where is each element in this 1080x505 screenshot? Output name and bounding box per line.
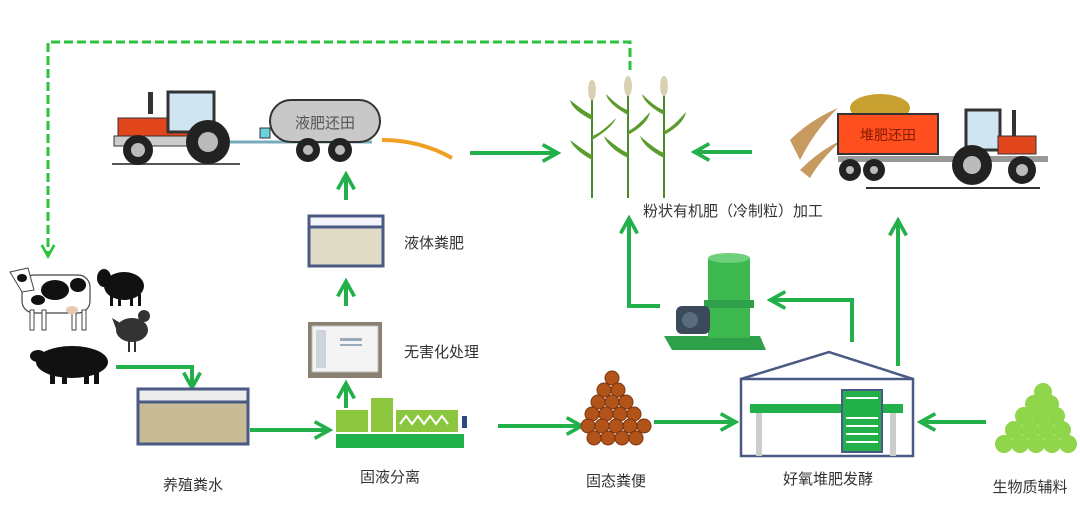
separator-label: 固液分离 [360,468,420,486]
edge-livestock-to-tank [116,365,192,386]
fermentation-shed [739,350,915,458]
compost-truck [790,94,1048,189]
biomass-pile [995,383,1077,453]
treatment-unit-image [308,322,382,378]
dashed-return-edge [48,40,632,255]
livestock-group [9,267,150,384]
fermentation-label: 好氧堆肥发酵 [783,470,873,488]
powder-processing-label: 粉状有机肥（冷制粒）加工 [643,202,823,220]
wastewater-tank [136,387,250,446]
liquid-manure-label: 液体粪肥 [404,234,464,252]
edge-fermentation-to-granulator [772,300,854,342]
cow-icon [9,267,91,331]
liquid-manure-tank [307,214,385,268]
solid-manure-pile [580,370,652,446]
treatment-label: 无害化处理 [404,343,479,361]
solid-manure-label: 固态粪便 [586,472,646,490]
granulator-machine [664,253,766,350]
biomass-label: 生物质辅料 [992,478,1067,496]
chicken-icon [112,310,150,352]
edge-granulator-to-crops [629,220,660,308]
liquid-tanker-tractor [112,90,453,165]
pig-icon [30,346,108,384]
compost-truck-label: 堆肥还田 [860,128,916,144]
crops-icon [570,76,686,198]
wastewater-tank-label: 养殖粪水 [163,476,223,494]
separator-machine [336,398,467,448]
liquid-tanker-label: 液肥还田 [295,114,355,132]
sheep-icon [97,269,144,306]
